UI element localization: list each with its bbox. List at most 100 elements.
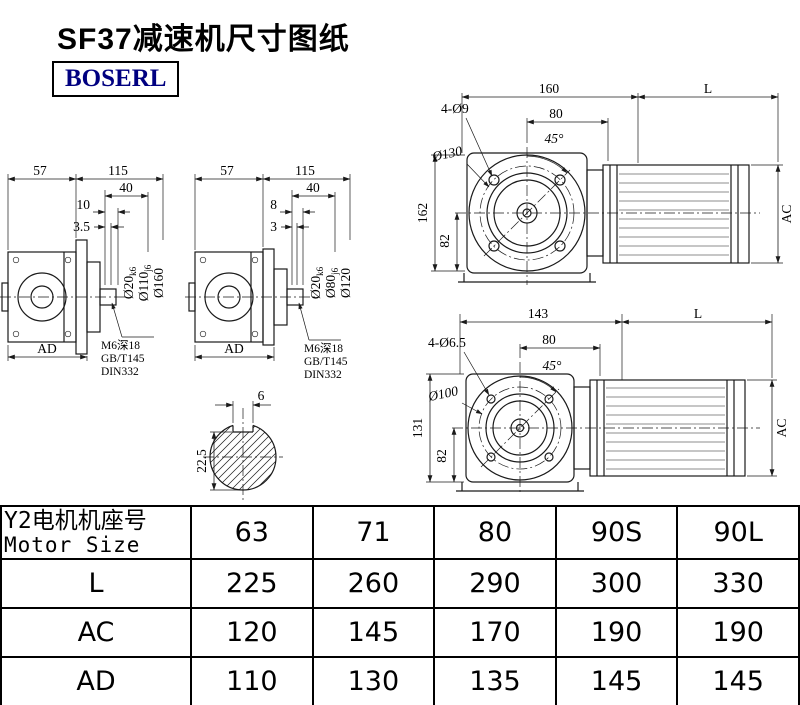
header-label-en: Motor Size [4,532,141,557]
label-flange-dia: Ø120 [338,268,353,298]
dim-bolt-circle: Ø100 [426,383,460,404]
dim-40: 40 [306,180,320,195]
page-title: SF37减速机尺寸图纸 [57,23,350,56]
dim-L: L [704,81,712,96]
brand-badge: BOSERL [52,61,180,97]
section-hatching [210,424,276,490]
front-view-large: 160 L 4-Ø9 80 45° Ø130 162 82 AC [415,81,794,285]
size-cell: 90L [676,505,800,560]
table-row-AD: AD 110 130 135 145 145 [0,656,800,705]
bolt-hole [486,394,496,404]
hub-dia: Ø110 [136,272,151,302]
size-cell: 80 [433,505,557,560]
value-cell: 135 [433,656,557,705]
value-cell: 290 [433,558,557,609]
value-cell: 110 [190,656,314,705]
bolt-circle [479,165,575,261]
housing-boss [204,272,254,322]
flange-od [468,154,586,272]
row-label-AC: AC [0,607,192,658]
bolt-hole [488,174,500,186]
hub-dia: Ø80 [323,275,338,298]
tap-note-line3: DIN332 [304,369,342,381]
dim-bolt-holes: 4-Ø9 [441,101,469,116]
front-view-small: 143 L 4-Ø6.5 80 45° Ø100 131 82 AC [410,306,789,494]
label-flange-dia: Ø160 [151,268,166,298]
dim-45deg: 45° [545,131,565,146]
dim-115: 115 [108,163,128,178]
dim-AC: AC [779,205,794,224]
shaft-tol: k6 [128,266,138,276]
dim-bolt-circle: Ø130 [430,143,464,164]
hub-tol: j6 [330,267,340,276]
dim-40: 40 [119,180,133,195]
label-hub-dia: Ø110j6 [136,264,153,301]
value-cell: 300 [554,558,679,609]
dim-82: 82 [434,449,449,463]
dim-bolt-holes: 4-Ø6.5 [428,335,466,350]
brand-text: BOSERL [65,65,167,92]
motor-fins [606,387,725,470]
dim-3: 3 [270,219,277,234]
shaft-tol: k6 [315,266,325,276]
tap-note-line2: GB/T145 [304,356,348,368]
size-cell: 63 [190,505,314,560]
hub-tol: j6 [143,264,153,273]
tap-note-line2: GB/T145 [101,353,145,365]
size-cell: 90S [554,505,679,560]
motor-fins [619,173,729,256]
motor-size-header-cell: Y2电机机座号 Motor Size [0,505,192,560]
output-shaft [286,288,304,306]
dim-key-depth: 22.5 [194,449,209,473]
dim-AC: AC [774,419,789,438]
bolt-hole [488,240,500,252]
tap-note-line1: M6深18 [304,341,343,355]
dim-AD: AD [37,341,57,356]
input-shaft-stub [1,282,9,312]
dim-57: 57 [33,163,47,178]
dim-162: 162 [415,203,430,223]
housing-boss [17,272,67,322]
value-cell: 120 [190,607,314,658]
dim-45deg: 45° [543,358,563,373]
motor-body [602,164,750,264]
dim-80: 80 [549,106,563,121]
output-shaft [99,288,117,306]
bolt-hole [486,452,496,462]
label-shaft-dia: Ø20k6 [308,266,325,299]
value-cell: 145 [676,656,800,705]
shaft-dia: Ø20 [308,276,323,299]
row-label-AD: AD [0,656,192,705]
value-cell: 190 [554,607,679,658]
dim-131: 131 [410,418,425,438]
table-header-row: Y2电机机座号 Motor Size 63 71 80 90S 90L [0,505,800,560]
shaft-key-section: 6 22.5 [194,388,283,502]
value-cell: 130 [311,656,436,705]
tap-note-line3: DIN332 [101,366,139,378]
row-label-L: L [0,558,192,609]
header-label-cn: Y2电机机座号 [4,507,147,534]
size-cell: 71 [311,505,436,560]
dim-AD: AD [224,341,244,356]
motor-body [589,379,746,477]
bolt-hole [544,452,554,462]
label-shaft-dia: Ø20k6 [121,266,138,299]
value-cell: 145 [554,656,679,705]
bolt-circle [478,386,562,470]
input-shaft-stub [188,282,196,312]
dimension-table: Y2电机机座号 Motor Size 63 71 80 90S 90L L 22… [0,505,800,705]
dim-82: 82 [437,234,452,248]
dim-143: 143 [528,306,549,321]
flange-od [467,375,573,481]
dim-57: 57 [220,163,234,178]
shaft-dia: Ø20 [121,276,136,299]
technical-drawing: 57 115 40 10 3.5 AD Ø20k6 Ø110j6 Ø160 M6… [0,81,794,502]
bolt-hole [554,174,566,186]
value-cell: 330 [676,558,800,609]
bolt-hole [544,394,554,404]
dim-8: 8 [270,197,277,212]
value-cell: 225 [190,558,314,609]
dim-115: 115 [295,163,315,178]
bolt-hole [554,240,566,252]
